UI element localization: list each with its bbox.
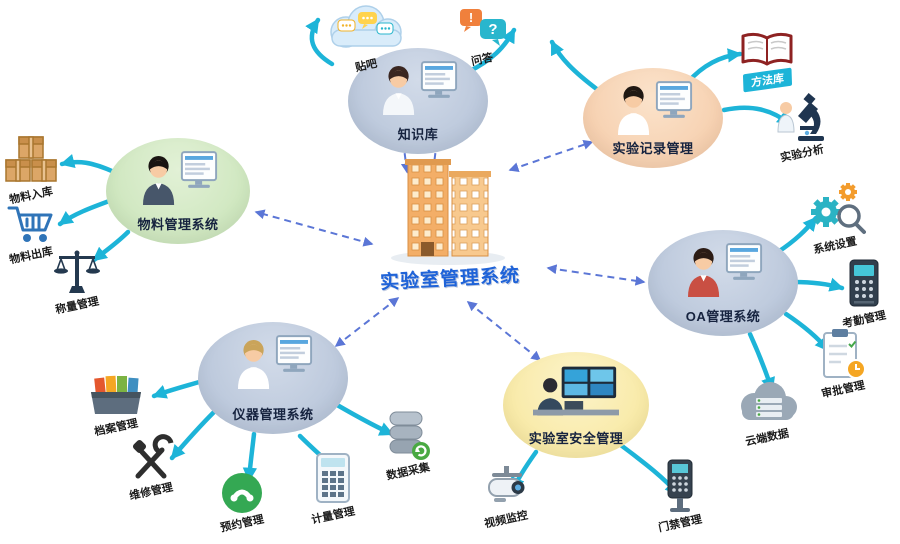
node-knowledge-base: 知识库 bbox=[348, 48, 488, 154]
folder-archive-icon bbox=[91, 375, 141, 414]
svg-text:?: ? bbox=[488, 21, 497, 38]
attendance-terminal-icon bbox=[849, 259, 879, 307]
shopping-cart-icon bbox=[7, 206, 53, 242]
satellite-approval: 审批管理 bbox=[820, 328, 866, 400]
person-at-computer-icon bbox=[135, 149, 221, 205]
building-icon bbox=[391, 159, 505, 265]
crossed-tools-icon bbox=[132, 434, 174, 479]
satellite-inbound: 物料入库 bbox=[4, 132, 58, 206]
person-at-computer-icon bbox=[610, 79, 696, 135]
dashed-arrow bbox=[334, 297, 400, 347]
arrow bbox=[775, 215, 819, 255]
satellite-attendance: 考勤管理 bbox=[841, 258, 887, 330]
balance-scale-icon bbox=[54, 250, 100, 293]
satellite-weighing: 称量管理 bbox=[52, 248, 102, 316]
database-sync-icon bbox=[389, 411, 430, 460]
svg-text:!: ! bbox=[469, 10, 473, 25]
dashed-arrow bbox=[546, 264, 646, 286]
node-label: 实验记录管理 bbox=[612, 141, 694, 156]
satellite-video: 视频监控 bbox=[480, 464, 532, 530]
microscope-icon bbox=[777, 93, 824, 141]
cloud-servers-icon bbox=[741, 382, 797, 420]
arrow bbox=[549, 39, 601, 93]
node-lab-safety: 实验室安全管理 bbox=[503, 352, 649, 458]
satellite-metering: 计量管理 bbox=[310, 452, 356, 526]
dashed-arrow bbox=[466, 301, 542, 361]
arrow bbox=[791, 277, 845, 292]
node-label: OA管理系统 bbox=[685, 309, 761, 324]
satellite-outbound: 物料出库 bbox=[6, 202, 56, 266]
satellite-qa: ! ? 问答 bbox=[456, 6, 508, 69]
keypad-device-icon bbox=[316, 453, 350, 503]
arrow bbox=[169, 409, 217, 461]
satellite-settings: 系统设置 bbox=[804, 180, 866, 256]
arrow bbox=[59, 154, 117, 175]
dashed-arrow bbox=[254, 209, 374, 247]
node-label: 实验室安全管理 bbox=[528, 431, 624, 446]
node-label: 仪器管理系统 bbox=[232, 407, 314, 422]
satellite-cloud-data: 云端数据 bbox=[734, 380, 800, 448]
node-instrument-system: 仪器管理系统 bbox=[198, 322, 348, 434]
satellite-analysis: 实验分析 bbox=[776, 92, 828, 164]
boxes-icon bbox=[5, 136, 57, 182]
node-oa-system: OA管理系统 bbox=[648, 230, 798, 336]
control-room-icon bbox=[533, 363, 619, 419]
satellite-tieba: 贴吧 bbox=[324, 2, 408, 75]
central-building bbox=[386, 150, 510, 271]
node-label: 物料管理系统 bbox=[137, 217, 219, 232]
phone-icon bbox=[222, 473, 262, 513]
open-book-icon bbox=[741, 32, 793, 66]
arrow bbox=[305, 17, 335, 67]
node-material-system: 物料管理系统 bbox=[106, 138, 250, 244]
cctv-camera-icon bbox=[488, 466, 525, 502]
satellite-booking: 预约管理 bbox=[219, 472, 265, 534]
satellite-door-access: 门禁管理 bbox=[657, 458, 703, 534]
chat-cloud-icon bbox=[330, 5, 402, 48]
satellite-method-library: 方法库 bbox=[738, 30, 796, 93]
arrow bbox=[91, 229, 131, 263]
dashed-arrow bbox=[508, 140, 594, 172]
satellite-archive: 档案管理 bbox=[88, 372, 144, 438]
person-at-computer-icon bbox=[680, 241, 766, 297]
gears-magnifier-icon bbox=[811, 183, 866, 234]
satellite-repair: 维修管理 bbox=[126, 434, 176, 502]
satellite-label: 问答 bbox=[470, 51, 495, 69]
arrow bbox=[57, 197, 115, 227]
arrow bbox=[329, 399, 395, 437]
satellite-label: 方法库 bbox=[742, 67, 792, 93]
node-experiment-record: 实验记录管理 bbox=[583, 68, 723, 168]
satellite-collection: 数据采集 bbox=[384, 408, 432, 482]
qa-bubbles-icon: ! ? bbox=[460, 9, 506, 46]
node-label: 知识库 bbox=[397, 127, 439, 142]
person-at-computer-icon bbox=[230, 333, 316, 389]
satellite-label: 贴吧 bbox=[354, 57, 379, 75]
door-access-icon bbox=[667, 459, 693, 512]
clipboard-clock-icon bbox=[823, 329, 866, 379]
